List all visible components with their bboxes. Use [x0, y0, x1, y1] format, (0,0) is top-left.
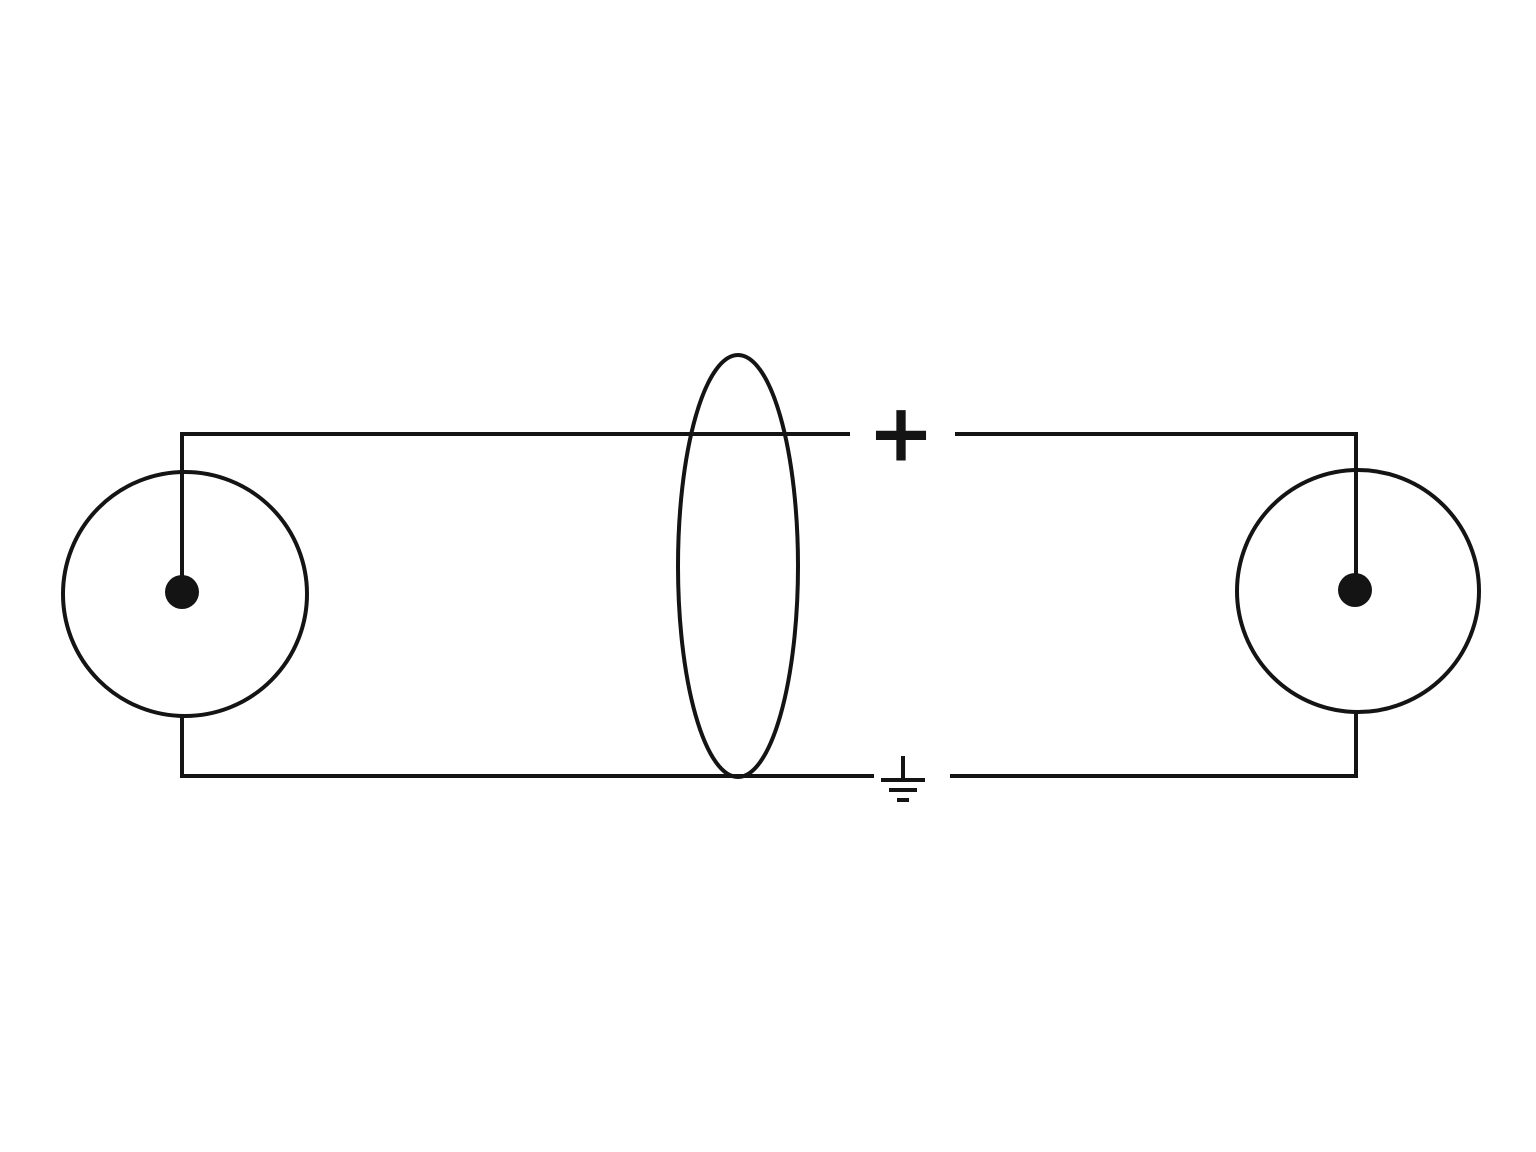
- diagram-strokes: [61, 353, 1481, 802]
- diagram-fills: +: [165, 387, 1372, 609]
- ground-wire-left: [180, 716, 874, 778]
- signal-wire-right: [955, 432, 1358, 590]
- connector-bodies: [61, 468, 1481, 718]
- right-connector-center-pin-icon: [1338, 573, 1372, 607]
- ground-wire-right: [950, 712, 1358, 778]
- signal-wire-left: [180, 432, 850, 592]
- left-connector-center-pin-icon: [165, 575, 199, 609]
- plus-label: +: [867, 387, 934, 480]
- cable-shield-ellipse-icon: [676, 353, 800, 779]
- ground-icon: [881, 756, 925, 802]
